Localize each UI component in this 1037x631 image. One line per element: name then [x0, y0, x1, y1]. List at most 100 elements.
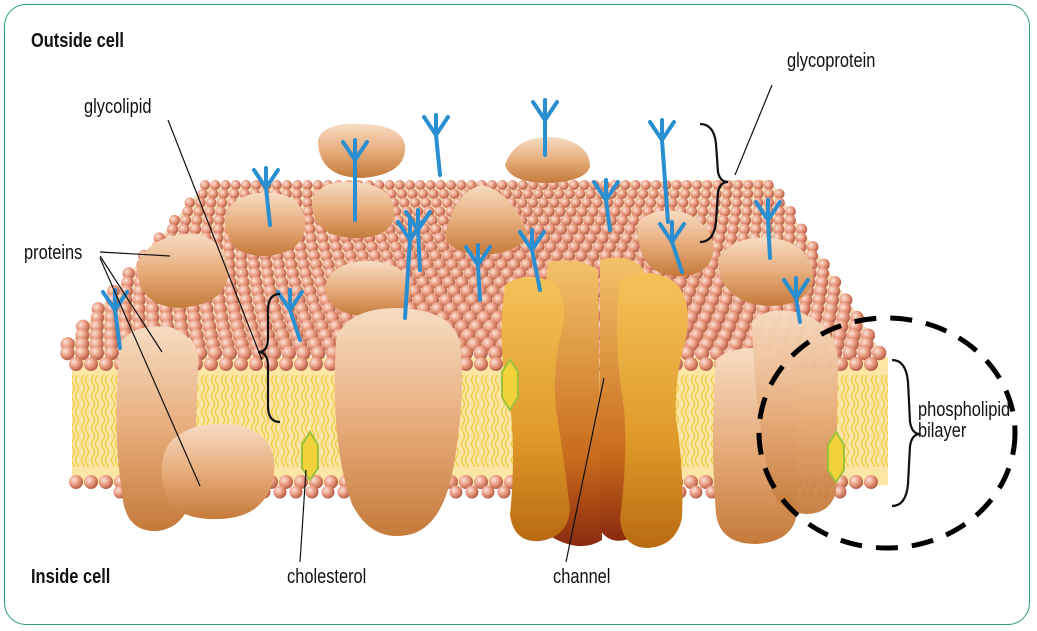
phospholipid-head	[69, 357, 83, 371]
phospholipid-head	[528, 197, 538, 207]
phospholipid-head	[229, 189, 239, 199]
phospholipid-head	[565, 189, 575, 199]
phospholipid-head	[197, 189, 207, 199]
phospholipid-head	[538, 197, 548, 207]
phospholipid-head	[690, 486, 703, 499]
phospholipid-head	[733, 180, 743, 190]
phospholipid-head	[689, 197, 699, 207]
phospholipid-head	[508, 180, 518, 190]
phospholipid-head	[523, 189, 533, 199]
glycoprotein-leader-line	[735, 85, 772, 175]
phospholipid-head	[732, 189, 742, 199]
phospholipid-head	[743, 189, 753, 199]
phospholipid-head	[418, 189, 428, 199]
phospholipid-head	[200, 180, 210, 190]
phospholipid-head	[397, 189, 407, 199]
phospholipid-head	[864, 475, 878, 489]
phospholipid-head	[672, 180, 682, 190]
phospholipid-head	[692, 180, 702, 190]
phospholipid-head	[651, 180, 661, 190]
phospholipid-head	[279, 357, 293, 371]
inside-cell-label: Inside cell	[31, 566, 110, 588]
phospholipid-head	[512, 189, 522, 199]
phospholipid-head	[290, 486, 303, 499]
phospholipid-head	[743, 180, 753, 190]
phospholipid-head	[669, 189, 679, 199]
outside-cell-label: Outside cell	[31, 30, 124, 52]
phospholipid-head	[678, 197, 688, 207]
phospholipid-head	[498, 486, 511, 499]
phospholipid-head	[84, 475, 98, 489]
phospholipid-head	[533, 189, 543, 199]
phospholipid-head	[272, 180, 282, 190]
proteins-label: proteins	[24, 242, 82, 264]
phospholipid-head	[208, 189, 218, 199]
phospholipid-head	[446, 180, 456, 190]
phospholipid-head	[489, 357, 503, 371]
phospholipid-head	[518, 180, 528, 190]
phospholipid-head	[579, 180, 589, 190]
phospholipid-head	[456, 180, 466, 190]
carbohydrate-chain	[424, 115, 448, 175]
phospholipid-head	[99, 475, 113, 489]
glycoprotein-label: glycoprotein	[787, 50, 875, 72]
phospholipid-head	[631, 180, 641, 190]
phospholipid-head	[638, 189, 648, 199]
phospholipid-head	[690, 189, 700, 199]
phospholipid-head	[306, 486, 319, 499]
cholesterol-label: cholesterol	[287, 566, 366, 588]
phospholipid-head	[303, 180, 313, 190]
phospholipid-head	[627, 189, 637, 199]
phospholipid-head	[648, 189, 658, 199]
phospholipid-bilayer-label: phospholipid bilayer	[918, 400, 1010, 442]
phospholipid-head	[682, 180, 692, 190]
phospholipid-head	[680, 189, 690, 199]
phospholipid-head	[641, 180, 651, 190]
phospholipid-head	[466, 486, 479, 499]
phospholipid-head	[754, 180, 764, 190]
phospholipid-head	[711, 189, 721, 199]
phospholipid-head	[684, 357, 698, 371]
phospholipid-head	[302, 189, 312, 199]
bilayer-bracket	[892, 360, 920, 506]
protein-channel	[501, 258, 687, 548]
phospholipid-head	[210, 180, 220, 190]
phospholipid-head	[450, 486, 463, 499]
phospholipid-head	[569, 180, 579, 190]
phospholipid-head	[482, 486, 495, 499]
phospholipid-head	[204, 357, 218, 371]
phospholipid-head	[617, 189, 627, 199]
phospholipid-head	[774, 189, 784, 199]
phospholipid-label-line2: bilayer	[918, 421, 1010, 442]
phospholipid-head	[474, 357, 488, 371]
phospholipid-head	[309, 357, 323, 371]
phospholipid-head	[699, 357, 713, 371]
phospholipid-head	[517, 197, 527, 207]
phospholipid-head	[753, 189, 763, 199]
phospholipid-head	[231, 180, 241, 190]
phospholipid-head	[221, 180, 231, 190]
phospholipid-head	[722, 189, 732, 199]
phospholipid-head	[385, 180, 395, 190]
glycolipid-label: glycolipid	[84, 96, 151, 118]
phospholipid-head	[864, 357, 878, 371]
phospholipid-head	[292, 180, 302, 190]
phospholipid-head	[549, 197, 559, 207]
phospholipid-head	[710, 197, 720, 207]
phospholipid-head	[322, 486, 335, 499]
phospholipid-head	[436, 180, 446, 190]
phospholipid-head	[249, 357, 263, 371]
phospholipid-head	[241, 180, 251, 190]
phospholipid-head	[217, 197, 227, 207]
phospholipid-head	[234, 357, 248, 371]
phospholipid-head	[294, 357, 308, 371]
phospholipid-head	[449, 189, 459, 199]
phospholipid-head	[764, 180, 774, 190]
phospholipid-head	[620, 180, 630, 190]
phospholipid-head	[282, 180, 292, 190]
phospholipid-head	[586, 189, 596, 199]
phospholipid-head	[407, 189, 417, 199]
phospholipid-head	[84, 357, 98, 371]
phospholipid-head	[185, 197, 195, 207]
